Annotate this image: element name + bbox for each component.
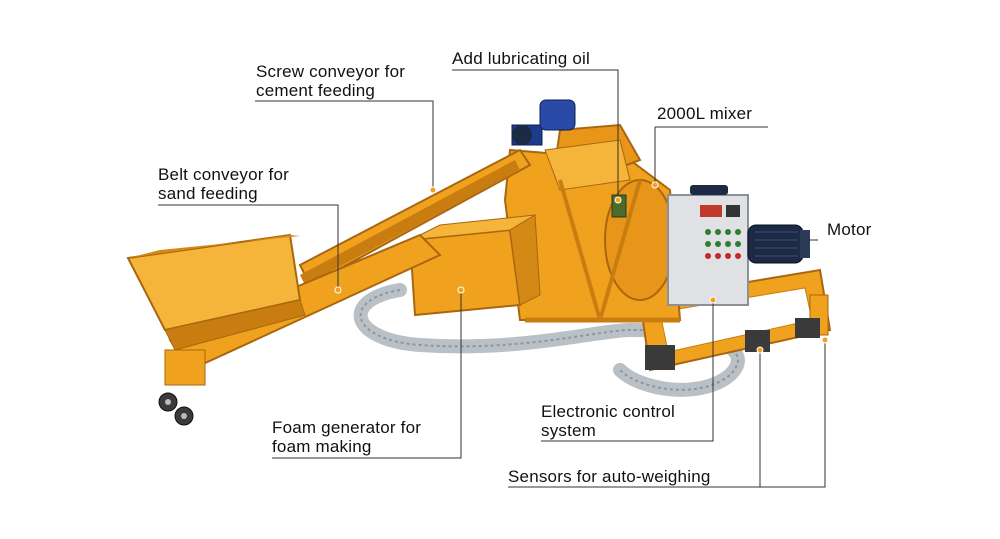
label-screw-conveyor: Screw conveyor for cement feeding bbox=[256, 62, 405, 100]
label-control-system: Electronic control system bbox=[541, 402, 675, 440]
leader-lines bbox=[158, 69, 826, 488]
label-screw-conveyor-line2: cement feeding bbox=[256, 81, 376, 100]
label-mixer: 2000L mixer bbox=[657, 104, 752, 123]
label-lubricating-oil-text: Add lubricating oil bbox=[452, 49, 590, 68]
base-frame bbox=[638, 268, 832, 372]
label-belt-conveyor: Belt conveyor for sand feeding bbox=[158, 165, 289, 203]
mixer-assembly bbox=[503, 123, 682, 323]
label-foam-generator: Foam generator for foam making bbox=[272, 418, 421, 456]
label-screw-conveyor-line1: Screw conveyor for bbox=[256, 62, 406, 81]
label-control-system-line2: system bbox=[541, 421, 597, 440]
label-belt-conveyor-line2: sand feeding bbox=[158, 184, 258, 203]
screw-conveyor bbox=[298, 148, 532, 287]
label-sensors-text: Sensors for auto-weighing bbox=[508, 467, 711, 486]
label-foam-generator-line2: foam making bbox=[272, 437, 372, 456]
belt-conveyor bbox=[126, 233, 442, 426]
foam-generator-box bbox=[408, 214, 541, 317]
label-motor-text: Motor bbox=[827, 220, 872, 239]
electric-motor bbox=[747, 224, 810, 264]
label-belt-conveyor-line1: Belt conveyor for bbox=[158, 165, 289, 184]
label-control-system-line1: Electronic control bbox=[541, 402, 675, 421]
label-foam-generator-line1: Foam generator for bbox=[272, 418, 422, 437]
label-sensors: Sensors for auto-weighing bbox=[508, 467, 711, 486]
label-lubricating-oil: Add lubricating oil bbox=[452, 49, 590, 68]
top-gear-motor bbox=[511, 99, 576, 146]
label-motor: Motor bbox=[827, 220, 871, 239]
label-mixer-text: 2000L mixer bbox=[657, 104, 753, 123]
control-panel bbox=[667, 185, 749, 306]
